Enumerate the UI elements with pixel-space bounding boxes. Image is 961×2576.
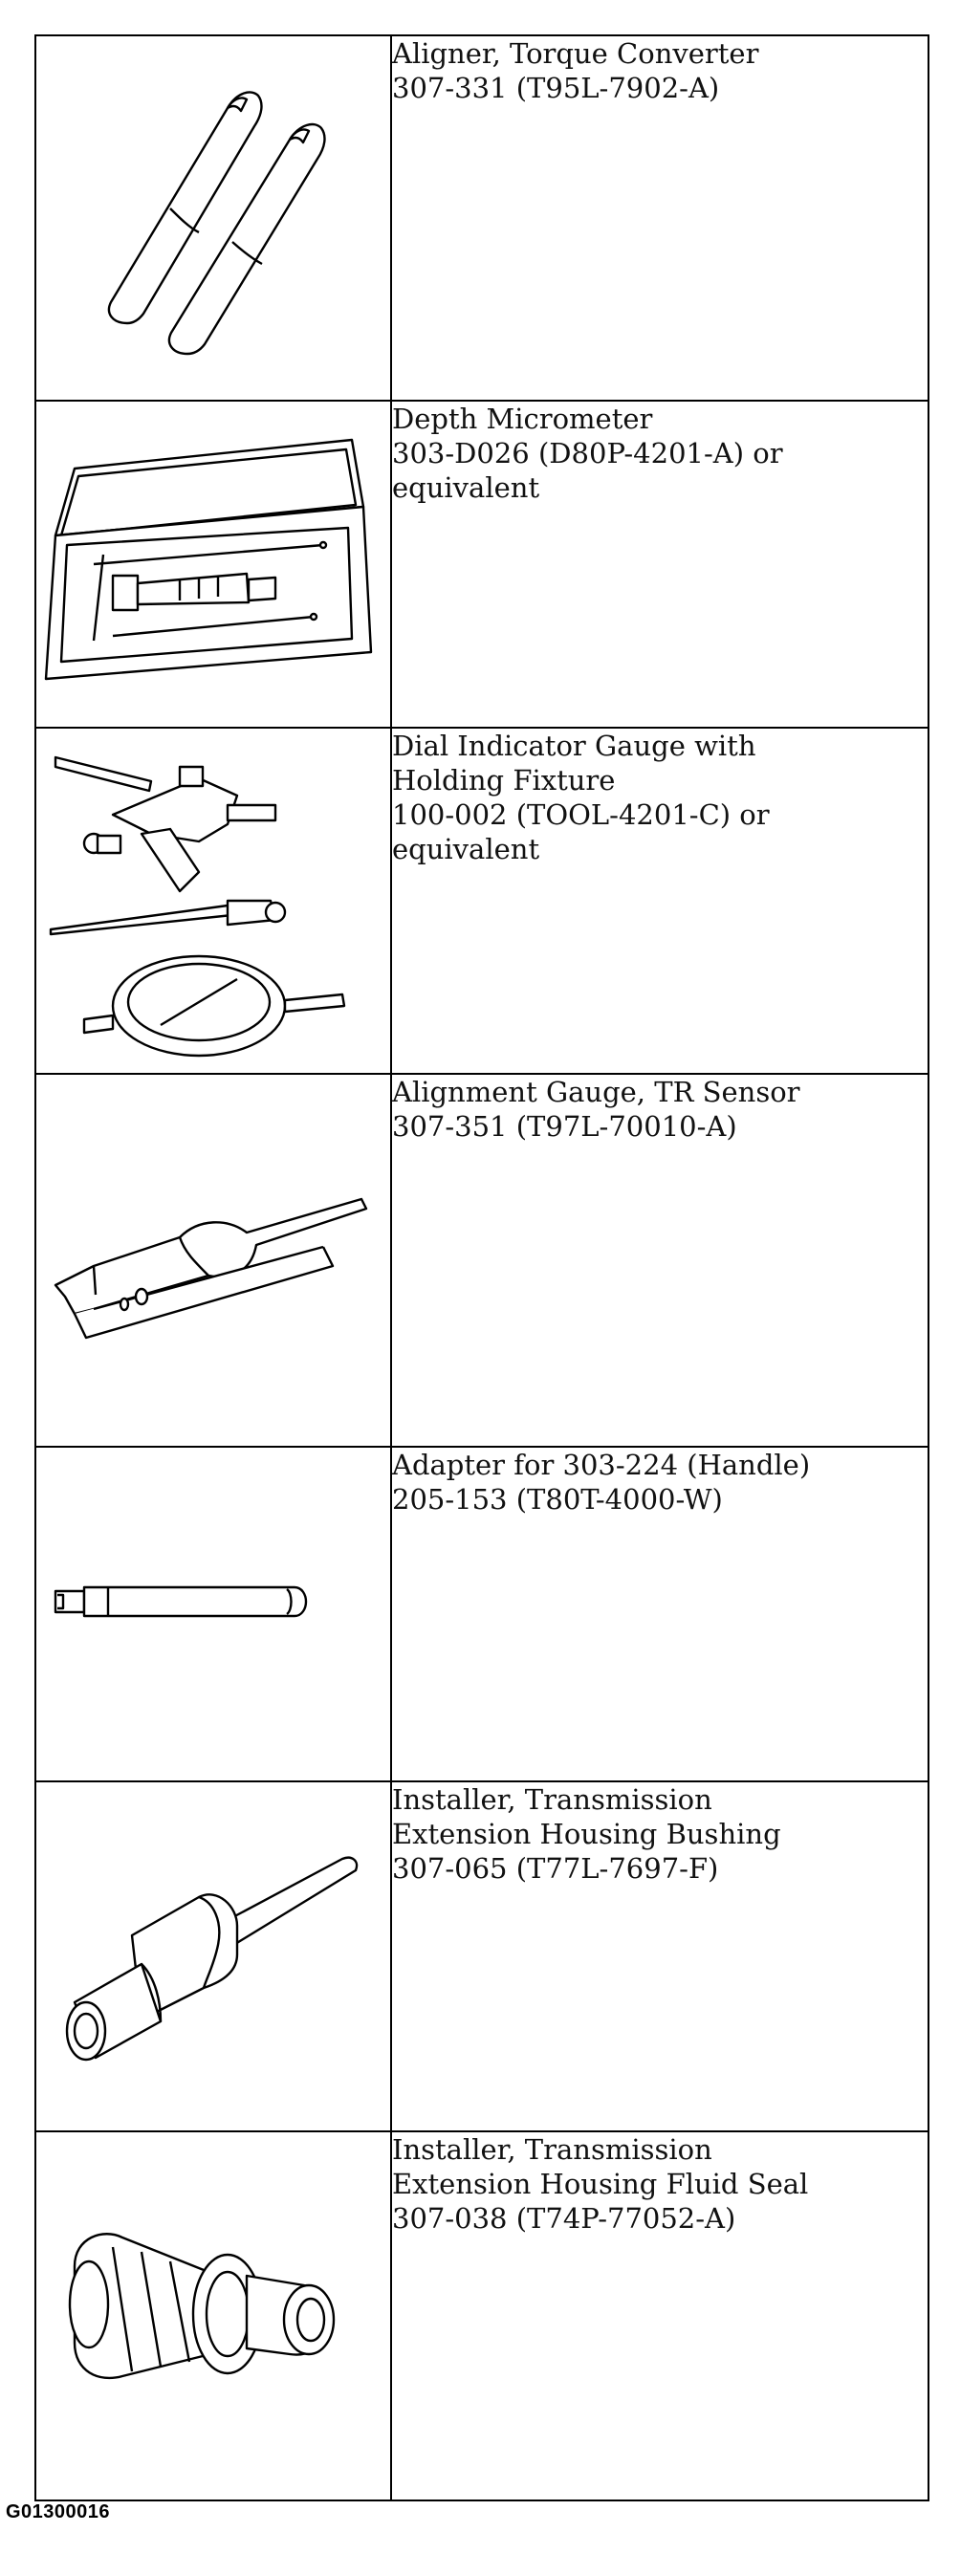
tool-row: Installer, Transmission Extension Housin… (34, 2130, 929, 2501)
tool-illustration-cell (34, 34, 392, 402)
tool-name: Aligner, Torque Converter (392, 37, 759, 70)
tool-row: Alignment Gauge, TR Sensor 307-351 (T97L… (34, 1073, 929, 1448)
tool-row: Depth Micrometer 303-D026 (D80P-4201-A) … (34, 400, 929, 729)
tool-illustration-cell (34, 727, 392, 1075)
tool-description-cell: Installer, Transmission Extension Housin… (390, 2130, 929, 2501)
tool-description-cell: Dial Indicator Gauge with Holding Fixtur… (390, 727, 929, 1075)
tool-illustration-cell (34, 1446, 392, 1782)
tool-description-cell: Installer, Transmission Extension Housin… (390, 1780, 929, 2132)
tool-part-number: 307-351 (T97L-70010-A) (392, 1110, 737, 1143)
tool-description-cell: Alignment Gauge, TR Sensor 307-351 (T97L… (390, 1073, 929, 1448)
handle-adapter-icon (36, 1448, 390, 1780)
tool-part-number: 100-002 (TOOL-4201-C) or (392, 798, 770, 831)
depth-micrometer-icon (36, 402, 390, 727)
tool-description-cell: Adapter for 303-224 (Handle) 205-153 (T8… (390, 1446, 929, 1782)
tool-description-cell: Depth Micrometer 303-D026 (D80P-4201-A) … (390, 400, 929, 729)
tool-name-continued: Holding Fixture (392, 764, 616, 797)
tool-name: Depth Micrometer (392, 403, 653, 435)
tool-row: Installer, Transmission Extension Housin… (34, 1780, 929, 2132)
tool-illustration-cell (34, 2130, 392, 2501)
tool-name: Installer, Transmission (392, 2133, 712, 2166)
tool-part-number: 307-331 (T95L-7902-A) (392, 72, 720, 104)
fluid-seal-installer-icon (36, 2132, 390, 2500)
tool-part-number: 307-065 (T77L-7697-F) (392, 1852, 719, 1885)
tool-name: Installer, Transmission (392, 1783, 712, 1816)
tool-part-number: 205-153 (T80T-4000-W) (392, 1483, 723, 1516)
torque-converter-aligner-icon (36, 36, 390, 400)
tool-note: equivalent (392, 833, 540, 865)
tool-illustration-cell (34, 1073, 392, 1448)
tool-row: Adapter for 303-224 (Handle) 205-153 (T8… (34, 1446, 929, 1782)
tool-name: Adapter for 303-224 (Handle) (392, 1449, 811, 1481)
tr-sensor-alignment-gauge-icon (36, 1075, 390, 1446)
tool-note: equivalent (392, 471, 540, 504)
special-tools-table: Aligner, Torque Converter 307-331 (T95L-… (34, 34, 929, 2501)
tool-row: Aligner, Torque Converter 307-331 (T95L-… (34, 34, 929, 402)
tool-name-continued: Extension Housing Fluid Seal (392, 2168, 809, 2200)
tool-part-number: 307-038 (T74P-77052-A) (392, 2202, 736, 2235)
tool-illustration-cell (34, 400, 392, 729)
figure-code: G01300016 (6, 2501, 111, 2522)
tool-part-number: 303-D026 (D80P-4201-A) or (392, 437, 783, 469)
tool-name: Dial Indicator Gauge with (392, 730, 756, 762)
tool-description-cell: Aligner, Torque Converter 307-331 (T95L-… (390, 34, 929, 402)
tool-row: Dial Indicator Gauge with Holding Fixtur… (34, 727, 929, 1075)
tool-illustration-cell (34, 1780, 392, 2132)
bushing-installer-icon (36, 1782, 390, 2130)
dial-indicator-icon (36, 729, 390, 1073)
tool-name: Alignment Gauge, TR Sensor (392, 1076, 800, 1108)
tool-name-continued: Extension Housing Bushing (392, 1818, 781, 1850)
